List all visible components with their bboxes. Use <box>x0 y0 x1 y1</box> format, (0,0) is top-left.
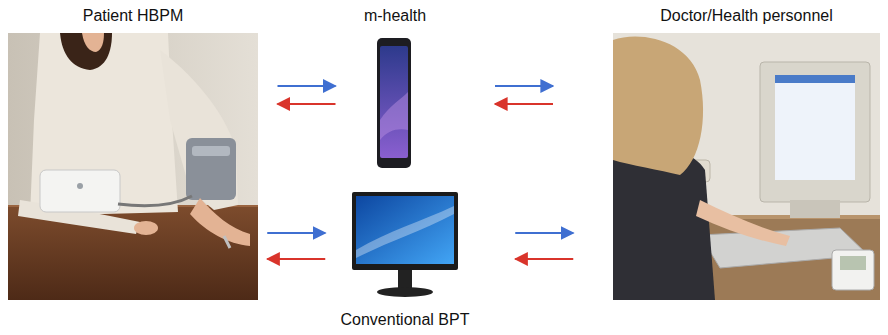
screen-streak <box>356 206 454 258</box>
cuff <box>186 138 236 200</box>
panel-label: Doctor/Health personnel <box>658 6 835 26</box>
phone-body <box>377 38 411 168</box>
flow-arrow <box>278 103 336 105</box>
right-arm <box>160 50 238 210</box>
flow-arrow <box>515 232 573 234</box>
neck <box>82 33 104 52</box>
desktop-monitor <box>352 192 458 297</box>
monitor-frame <box>352 192 458 270</box>
bp-display <box>840 256 866 270</box>
flow-arrow <box>495 103 553 105</box>
monitor-base <box>377 287 433 297</box>
panel-label: Patient HBPM <box>81 6 185 26</box>
doctor-photo <box>613 33 880 300</box>
phone-screen <box>380 46 408 158</box>
hair <box>60 33 112 70</box>
image-panel: Doctor/Health personnel <box>613 4 880 300</box>
left-hand <box>134 221 158 235</box>
monitor-screen <box>356 196 454 264</box>
hose <box>118 196 192 206</box>
image-panel: Conventional BPT <box>335 186 476 332</box>
monitor-neck <box>398 270 412 288</box>
doctor-arm <box>696 200 790 246</box>
patient-photo <box>8 33 258 300</box>
flow-arrow <box>267 258 325 260</box>
bracelet <box>224 236 230 248</box>
doctor-hair <box>613 36 703 175</box>
flow-arrow <box>495 85 553 87</box>
bp-monitor <box>40 170 120 212</box>
office-wall <box>613 33 880 300</box>
wall <box>8 33 258 300</box>
screen-wave <box>380 92 408 140</box>
right-forearm <box>190 198 250 246</box>
bp-device <box>832 250 874 290</box>
image-panel: Patient HBPM <box>8 4 258 300</box>
smartphone <box>377 38 411 168</box>
panel-label: Conventional BPT <box>339 310 472 330</box>
panel-label: m-health <box>362 6 428 26</box>
crt-screen <box>775 75 855 180</box>
sweater <box>30 33 178 216</box>
cuff-strap <box>192 146 230 156</box>
flow-arrow <box>278 85 336 87</box>
crt-base <box>790 200 840 218</box>
crt-monitor <box>760 62 870 202</box>
flow-arrow <box>267 232 325 234</box>
monitor-button <box>77 183 83 189</box>
image-panel: m-health <box>355 4 435 168</box>
screen-header <box>775 75 855 83</box>
flow-arrow <box>515 258 573 260</box>
